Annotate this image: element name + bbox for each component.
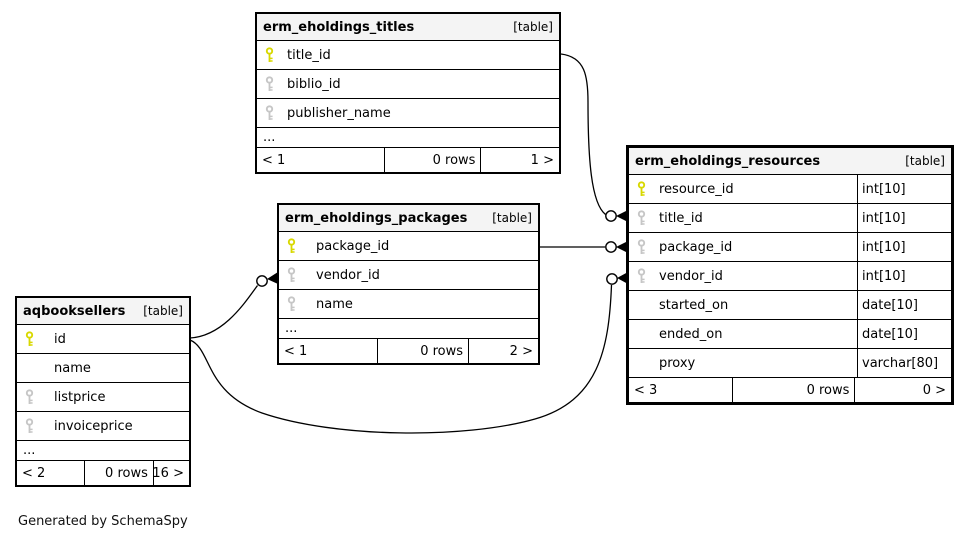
table-header[interactable]: erm_eholdings_titles [table] [257,14,559,41]
table-erm-eholdings-packages[interactable]: erm_eholdings_packages [table] package_i… [277,203,540,365]
table-aqbooksellers[interactable]: aqbooksellers [table] id name listprice … [15,296,191,487]
nullable-key-icon [24,417,54,435]
column-name: listprice [54,389,106,405]
primary-key-icon [264,46,287,64]
column-row-title-id: title_id [257,41,559,70]
column-row-package-id: package_id int[10] [629,233,951,262]
column-name: biblio_id [287,76,341,92]
column-name: invoiceprice [54,418,133,434]
column-name: vendor_id [659,268,723,284]
column-type: int[10] [857,175,954,203]
footer-parents-count: < 1 [262,152,286,168]
table-name[interactable]: erm_eholdings_titles [263,19,415,35]
footer-children-count: 2 > [468,339,538,363]
zero-one-circle-icon [256,275,268,287]
footer-row-count: 0 rows [383,148,481,172]
column-row-listprice: listprice [17,383,189,412]
column-name: name [54,360,91,376]
nullable-key-icon [636,267,659,285]
nullable-key-icon [264,104,287,122]
footer-children-count: 1 > [480,148,559,172]
nullable-key-icon [286,266,316,284]
column-row-id: id [17,325,189,354]
zero-one-circle-icon [605,241,617,253]
table-header[interactable]: erm_eholdings_resources [table] [629,148,951,175]
column-type: varchar[80] [857,349,954,377]
table-erm-eholdings-titles[interactable]: erm_eholdings_titles [table] title_id bi… [255,12,561,174]
primary-key-icon [636,180,659,198]
column-row-proxy: proxy varchar[80] [629,349,951,378]
table-erm-eholdings-resources[interactable]: erm_eholdings_resources [table] resource… [626,145,954,405]
relationship-aqbooksellers-packages [189,272,278,339]
column-type: date[10] [857,291,954,319]
table-footer: < 3 0 rows 0 > [629,378,951,402]
relationship-packages-resources [540,241,628,253]
table-name[interactable]: erm_eholdings_resources [635,153,821,169]
table-tag: [table] [513,20,553,34]
table-tag: [table] [143,304,183,318]
footer-children-count: 16 > [152,461,189,485]
column-row-name: name [17,354,189,383]
footer-row-count: 0 rows [84,461,153,485]
nullable-key-icon [264,75,287,93]
column-name: id [54,331,66,347]
table-footer: < 2 0 rows 16 > [17,461,189,485]
relationship-titles-resources [560,53,628,222]
column-name: package_id [316,238,390,254]
zero-one-circle-icon [605,210,617,222]
footer-row-count: 0 rows [732,378,854,402]
primary-key-icon [286,237,316,255]
column-name: publisher_name [287,105,391,121]
column-name: title_id [287,47,331,63]
column-name: ended_on [659,326,723,342]
column-row-name: name [279,290,538,319]
column-name: vendor_id [316,267,380,283]
column-name: title_id [659,210,703,226]
more-columns-ellipsis: ... [17,441,189,461]
column-row-package-id: package_id [279,232,538,261]
table-name[interactable]: erm_eholdings_packages [285,210,468,226]
column-row-title-id: title_id int[10] [629,204,951,233]
column-name: package_id [659,239,733,255]
column-name: resource_id [659,181,734,197]
column-row-publisher-name: publisher_name [257,99,559,128]
more-columns-ellipsis: ... [279,319,538,339]
column-row-ended-on: ended_on date[10] [629,320,951,349]
nullable-key-icon [286,295,316,313]
more-columns-ellipsis: ... [257,128,559,148]
column-name: started_on [659,297,729,313]
table-footer: < 1 0 rows 2 > [279,339,538,363]
column-name: proxy [659,355,696,371]
column-row-started-on: started_on date[10] [629,291,951,320]
column-row-vendor-id: vendor_id int[10] [629,262,951,291]
column-type: date[10] [857,320,954,348]
footer-row-count: 0 rows [377,339,468,363]
footer-parents-count: < 3 [634,382,658,398]
column-type: int[10] [857,262,954,290]
nullable-key-icon [24,388,54,406]
footer-parents-count: < 2 [22,465,46,481]
table-name[interactable]: aqbooksellers [23,303,126,319]
footer-parents-count: < 1 [284,343,308,359]
primary-key-icon [24,330,54,348]
footer-children-count: 0 > [854,378,951,402]
generated-by-note: Generated by SchemaSpy [18,514,188,529]
column-row-vendor-id: vendor_id [279,261,538,290]
zero-one-circle-icon [606,273,618,285]
column-row-biblio-id: biblio_id [257,70,559,99]
table-header[interactable]: erm_eholdings_packages [table] [279,205,538,232]
table-tag: [table] [905,154,945,168]
table-footer: < 1 0 rows 1 > [257,148,559,172]
column-row-invoiceprice: invoiceprice [17,412,189,441]
table-tag: [table] [492,211,532,225]
nullable-key-icon [636,209,659,227]
column-row-resource-id: resource_id int[10] [629,175,951,204]
column-type: int[10] [857,233,954,261]
table-header[interactable]: aqbooksellers [table] [17,298,189,325]
column-name: name [316,296,353,312]
nullable-key-icon [636,238,659,256]
column-type: int[10] [857,204,954,232]
